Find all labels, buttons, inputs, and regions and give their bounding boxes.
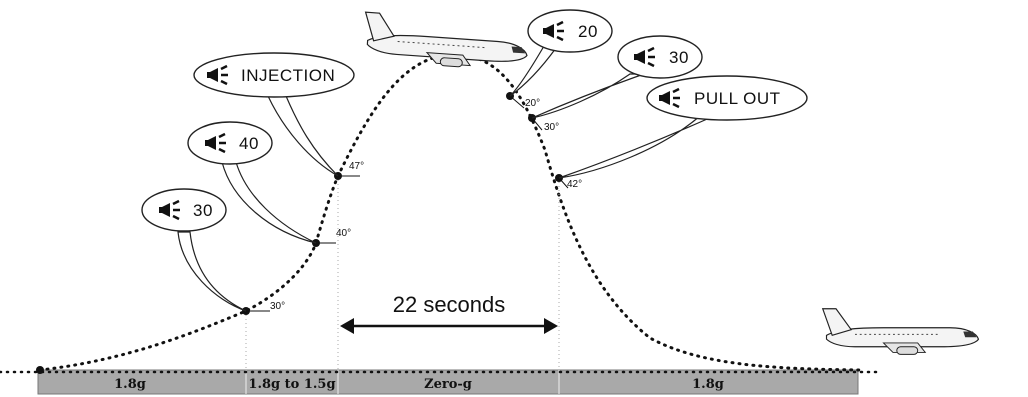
bubble-pull-out: PULL OUT [646, 75, 808, 121]
angle-47: 47° [349, 161, 364, 172]
bubble-30-left: 30 [141, 188, 227, 232]
bubble-40-left: 40 [187, 121, 273, 165]
phase-label: 1.8g to 1.5g [248, 377, 335, 392]
zero-g-duration-arrow [340, 318, 558, 334]
phase-label: 1.8g [114, 377, 146, 392]
phase-bar [37, 369, 859, 395]
bubble-40-left-label: 40 [239, 134, 259, 153]
angle-42: 42° [567, 179, 582, 190]
angle-20: 20° [525, 98, 540, 109]
airplane-icon [822, 308, 980, 355]
duration-label: 22 seconds [393, 292, 506, 317]
angle-40-left: 40° [336, 228, 351, 239]
bubble-30-right-label: 30 [669, 48, 689, 67]
bubble-30-right: 30 [617, 35, 703, 79]
bubble-20-right: 20 [527, 9, 613, 53]
bubble-pull-out-label: PULL OUT [694, 89, 781, 108]
phase-label: Zero-g [424, 377, 472, 392]
start-point [36, 366, 44, 374]
parabola-trajectory [38, 53, 862, 372]
angle-30-left: 30° [270, 301, 285, 312]
phase-label: 1.8g [692, 377, 724, 392]
bubble-20-right-label: 20 [578, 22, 598, 41]
angle-30-right: 30° [544, 122, 559, 133]
airplane-icon [361, 11, 530, 73]
bubble-injection: INJECTION [193, 52, 355, 98]
bubble-injection-label: INJECTION [241, 66, 335, 85]
bubble-30-left-label: 30 [193, 201, 213, 220]
